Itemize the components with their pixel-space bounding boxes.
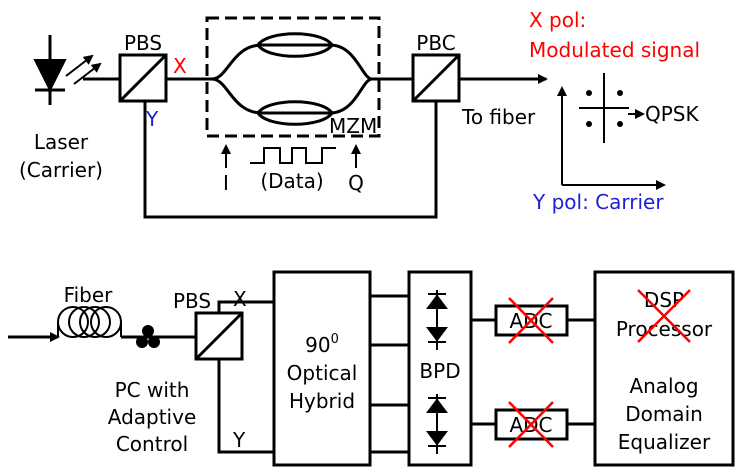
tx-y-label: Y [145, 107, 159, 131]
modulated-signal-label: Modulated signal [529, 38, 700, 62]
hybrid-label-line1: 900 [305, 332, 339, 357]
data-label: (Data) [260, 169, 323, 193]
dsp-cross-icon [637, 289, 691, 343]
carrier-bypass-line [143, 101, 438, 219]
carrier-label: (Carrier) [19, 158, 103, 182]
mzm-label: MZM [329, 114, 377, 138]
q-label: Q [348, 171, 364, 195]
removed-components-overlay [508, 289, 691, 448]
bpd-block [407, 270, 473, 467]
i-label: I [223, 171, 229, 195]
photodiode-icons [426, 290, 448, 454]
analog-label-line2: Domain [625, 402, 703, 426]
polarization-controller-icon [136, 325, 160, 348]
rx-y-label: Y [232, 428, 246, 452]
rx-pbs-block [194, 311, 244, 361]
tx-x-label: X [173, 54, 187, 78]
adc-block-1 [494, 304, 569, 337]
hybrid-to-bpd-lines [370, 294, 409, 454]
receiver-section [8, 270, 735, 467]
fiber-label: Fiber [64, 283, 114, 307]
hybrid-label-line3: Hybrid [289, 389, 355, 413]
to-fiber-label: To fiber [461, 105, 536, 129]
ypol-carrier-label: Y pol: Carrier [532, 190, 664, 214]
hybrid-label-line2: Optical [287, 361, 358, 385]
pbc-label: PBC [416, 31, 455, 55]
xpol-label: X pol: [529, 8, 586, 32]
rx-x-label: X [233, 287, 247, 311]
tx-pbs-label: PBS [124, 31, 162, 55]
laser-icon [33, 35, 102, 105]
rx-pbs-label: PBS [173, 289, 211, 313]
rx-pbs-y-line [217, 359, 274, 454]
analog-label-line3: Equalizer [618, 430, 711, 454]
transmitter-section [33, 16, 666, 219]
bpd-label: BPD [419, 359, 460, 383]
dsp-equalizer-block [593, 270, 735, 467]
pc-label-line3: Control [116, 432, 188, 456]
adc-cross-icon-2 [508, 401, 554, 448]
tx-pbs-block [118, 53, 168, 103]
laser-label: Laser [34, 130, 89, 154]
dsp-label-line2: Processor [616, 317, 713, 341]
data-waveform-icon [250, 147, 336, 164]
iq-mzm-icon [211, 32, 373, 126]
adc-cross-icon-1 [508, 297, 554, 344]
optical-hybrid-block [272, 270, 372, 467]
tx-pbc-block [411, 53, 461, 103]
dsp-label-line1: DSP [644, 288, 684, 312]
adc-block-2 [494, 408, 569, 441]
pc-label-line1: PC with [115, 378, 190, 402]
analog-label-line1: Analog [629, 374, 698, 398]
rx-pbs-x-line [217, 300, 274, 313]
qpsk-points [586, 90, 623, 127]
fiber-coil-icon [57, 306, 122, 338]
qpsk-label: QPSK [645, 102, 699, 126]
pc-label-line2: Adaptive [108, 405, 197, 429]
